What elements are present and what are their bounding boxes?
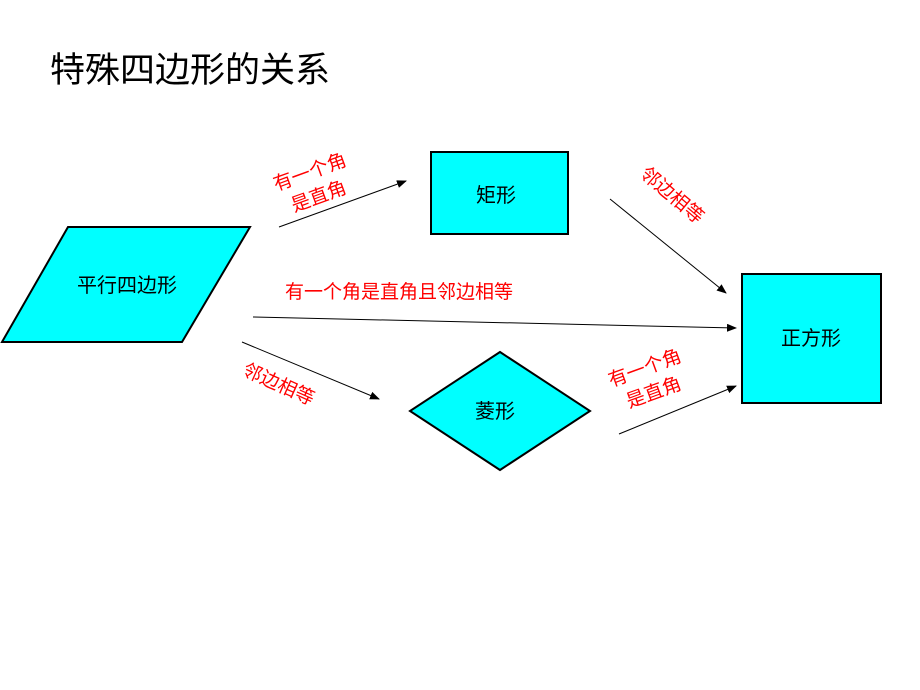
arrow-parallelogram-to-rectangle <box>278 180 407 228</box>
edge-label-parallelogram-to-rhombus: 邻边相等 <box>239 359 317 410</box>
rectangle-label: 矩形 <box>476 183 516 207</box>
arrow-parallelogram-to-rhombus <box>241 341 380 400</box>
slide-title: 特殊四边形的关系 <box>50 51 331 91</box>
edge-label-rectangle-to-square: 邻边相等 <box>636 163 708 229</box>
parallelogram-label: 平行四边形 <box>77 273 177 297</box>
edge-label-parallelogram-to-rectangle: 有一个角 是直角 <box>270 149 349 217</box>
rhombus-label: 菱形 <box>475 399 515 423</box>
parallelogram-shape <box>0 226 252 343</box>
edge-label-rhombus-to-square: 有一个角 是直角 <box>605 345 684 413</box>
arrow-rectangle-to-square <box>609 198 727 294</box>
edge-label-text: 邻边相等 <box>636 163 708 229</box>
rhombus-shape <box>408 350 592 472</box>
edge-label-parallelogram-to-square: 有一个角是直角且邻边相等 <box>285 281 513 303</box>
rectangle-shape <box>430 151 569 235</box>
square-shape <box>741 273 882 404</box>
arrow-rhombus-to-square <box>618 385 737 435</box>
square-label: 正方形 <box>781 326 841 350</box>
arrow-parallelogram-to-square <box>252 316 737 332</box>
edge-label-text: 邻边相等 <box>239 359 317 410</box>
